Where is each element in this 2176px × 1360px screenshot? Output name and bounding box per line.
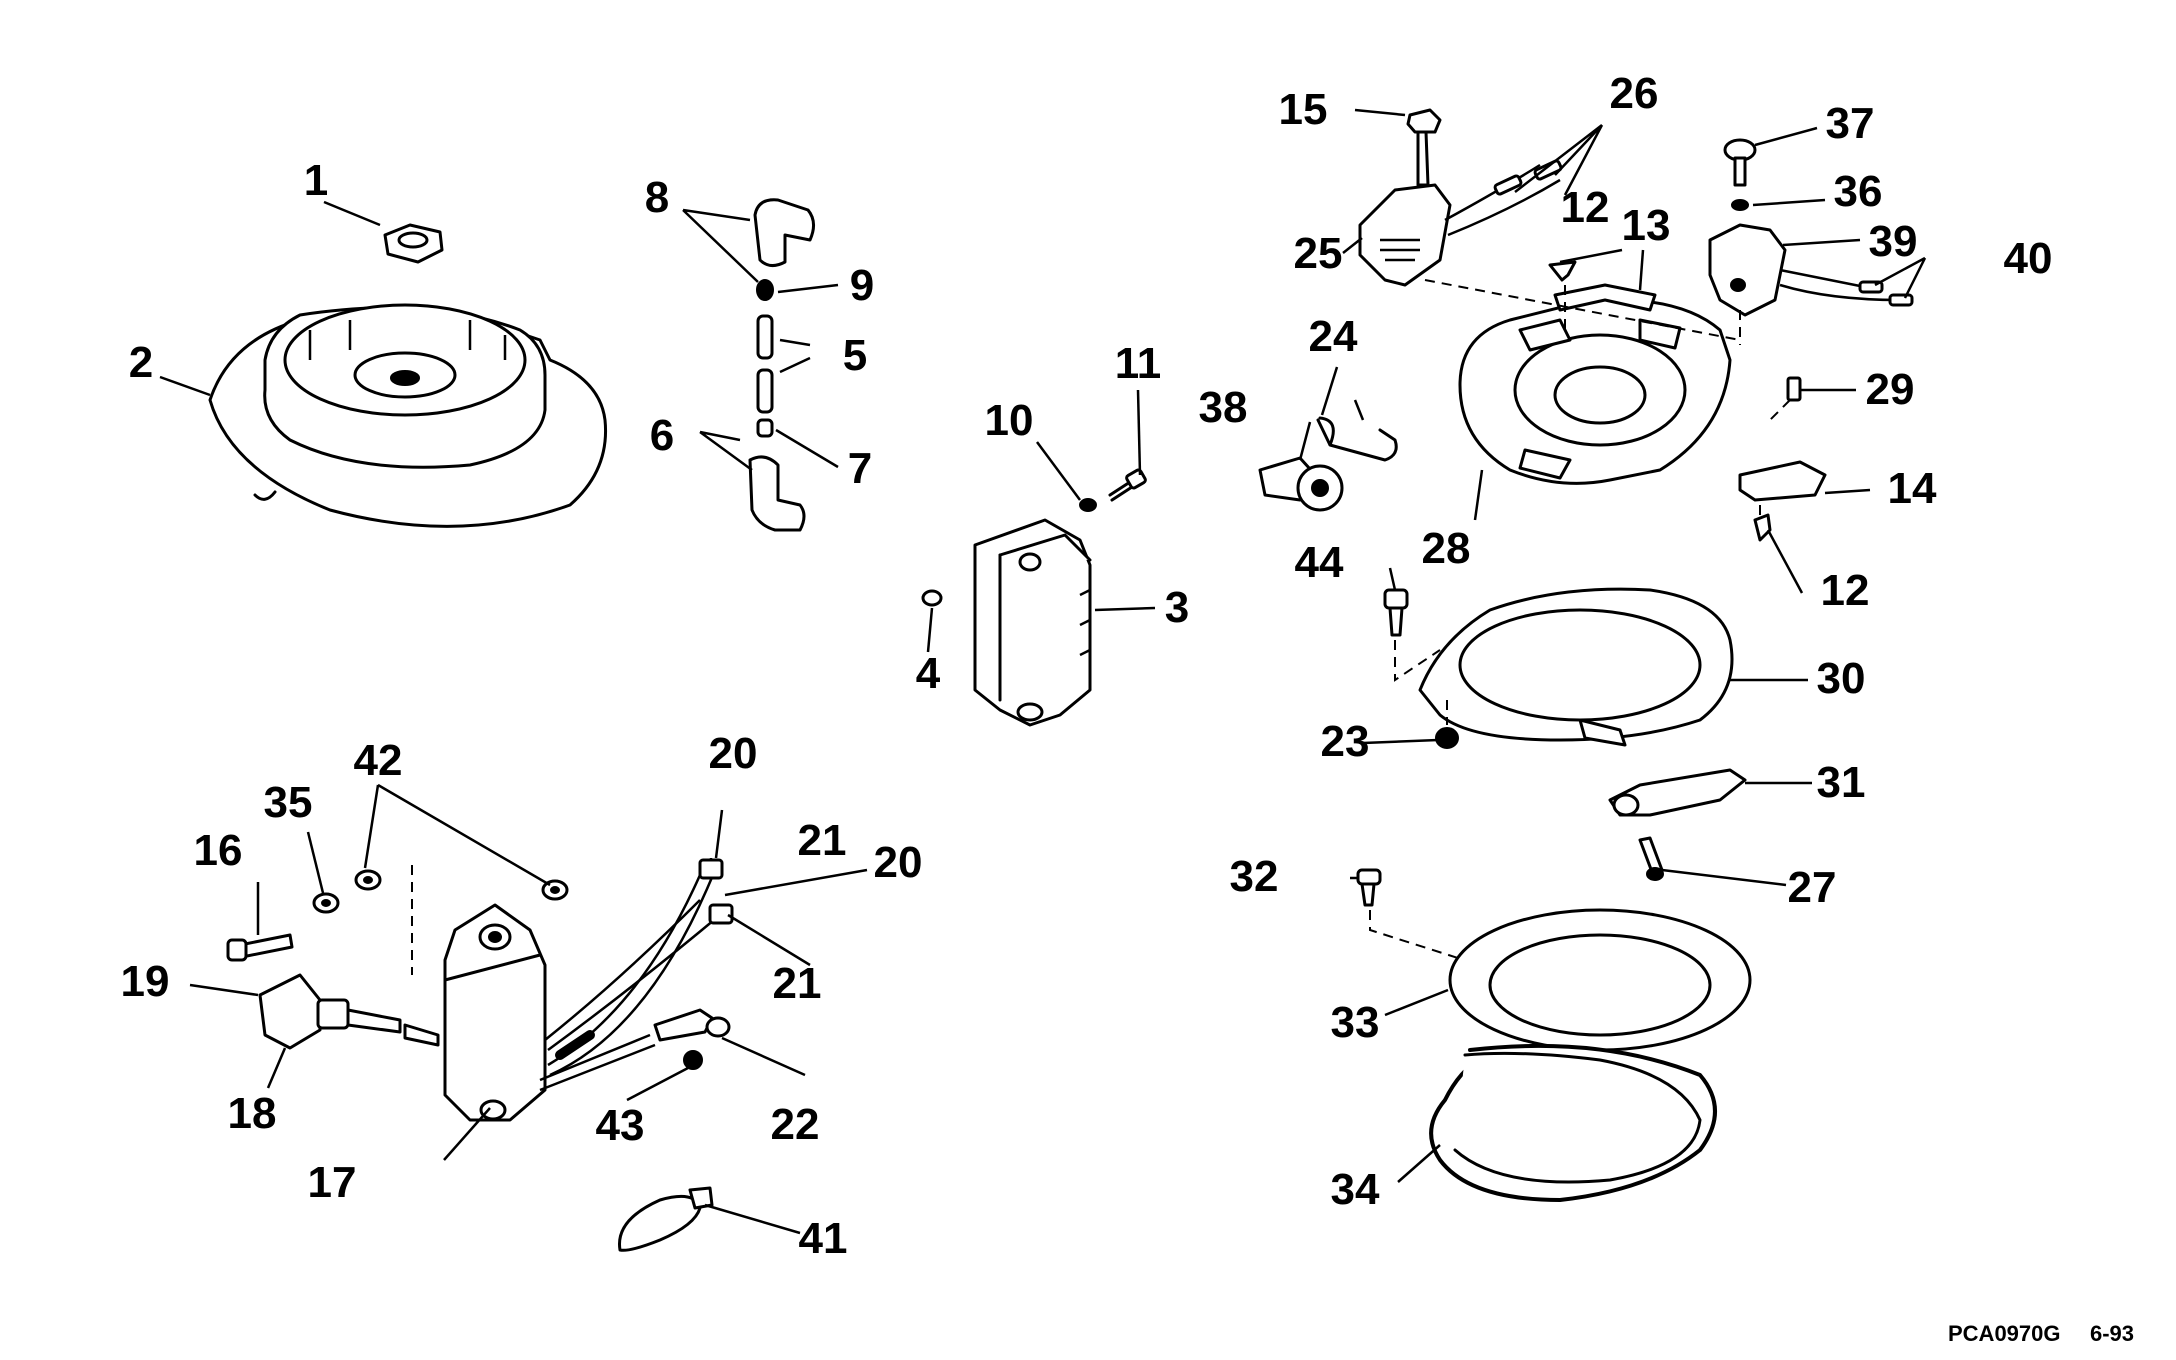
callout-8: 8 <box>645 173 669 222</box>
connector-18-19 <box>258 973 440 1050</box>
callout-21b: 21 <box>773 959 822 1008</box>
leader-lines <box>159 108 1927 1235</box>
clip-14 <box>1738 460 1827 502</box>
callout-19: 19 <box>121 957 170 1006</box>
callout-38: 38 <box>1199 383 1248 432</box>
screw-16 <box>226 933 294 962</box>
callout-20b: 20 <box>874 838 923 887</box>
callout-24: 24 <box>1309 312 1358 361</box>
screw-15 <box>1406 108 1442 187</box>
callout-43: 43 <box>596 1101 645 1150</box>
sensor-coil-39 <box>1708 223 1787 317</box>
callout-18: 18 <box>228 1089 277 1138</box>
terminal-22 <box>653 1008 731 1042</box>
callout-10: 10 <box>985 396 1034 445</box>
callout-22: 22 <box>771 1100 820 1149</box>
retaining-ring-34 <box>1429 1043 1717 1202</box>
callout-36: 36 <box>1834 167 1883 216</box>
callout-21a: 21 <box>798 816 847 865</box>
drawing-code: PCA0970G <box>1948 1321 2061 1346</box>
washer-35 <box>312 892 340 914</box>
ignition-coil <box>973 518 1092 727</box>
callout-28: 28 <box>1422 524 1471 573</box>
flywheel-nut <box>383 223 444 264</box>
callout-13: 13 <box>1622 201 1671 250</box>
callout-34: 34 <box>1331 1165 1380 1214</box>
callout-15: 15 <box>1279 85 1328 134</box>
nut-23 <box>1435 727 1459 749</box>
clip-24 <box>1316 416 1398 462</box>
screw-37 <box>1723 138 1757 187</box>
spark-plug-boot-upper <box>753 198 815 267</box>
callout-9: 9 <box>850 261 874 310</box>
callout-6: 6 <box>650 411 674 460</box>
callout-42: 42 <box>354 736 403 785</box>
callout-27: 27 <box>1788 863 1837 912</box>
callout-12b: 12 <box>1821 566 1870 615</box>
callout-23: 23 <box>1321 717 1370 766</box>
callout-17: 17 <box>308 1158 357 1207</box>
throttle-cam-31 <box>1608 768 1747 817</box>
callout-39: 39 <box>1869 217 1918 266</box>
callout-20a: 20 <box>709 729 758 778</box>
bracket-13 <box>1553 283 1657 312</box>
callout-7: 7 <box>848 444 872 493</box>
power-pack-leads <box>539 858 734 1092</box>
callout-25: 25 <box>1294 229 1343 278</box>
callout-30: 30 <box>1817 654 1866 703</box>
callout-35: 35 <box>264 778 313 827</box>
callout-2: 2 <box>129 338 153 387</box>
callout-26: 26 <box>1610 69 1659 118</box>
screw-44 <box>1383 588 1409 637</box>
coil-leads-26 <box>1444 159 1563 237</box>
screw-27 <box>1638 836 1664 881</box>
charge-coil-25 <box>1358 183 1452 287</box>
callout-29: 29 <box>1866 365 1915 414</box>
callout-33: 33 <box>1331 998 1380 1047</box>
lockwasher-10 <box>1079 498 1097 512</box>
screw-12b <box>1753 513 1772 542</box>
washer-42a <box>354 869 382 891</box>
clip-7 <box>756 418 774 438</box>
callout-11: 11 <box>1115 339 1162 388</box>
washer-4 <box>921 589 943 607</box>
callout-3: 3 <box>1165 583 1189 632</box>
callout-31: 31 <box>1817 758 1866 807</box>
callout-4: 4 <box>916 649 941 698</box>
callout-1: 1 <box>304 156 328 205</box>
nut-43 <box>683 1050 703 1070</box>
callout-37: 37 <box>1826 99 1875 148</box>
steel-ring-33 <box>1448 908 1752 1052</box>
washer-36 <box>1731 199 1749 211</box>
timer-base-28 <box>1458 297 1732 485</box>
clamp-41 <box>618 1186 714 1252</box>
screw-29 <box>1786 376 1802 402</box>
callout-numbers: 1 2 3 4 5 6 7 8 9 10 11 12 12 13 14 15 1… <box>121 69 2053 1263</box>
callout-14: 14 <box>1888 464 1937 513</box>
retainer-30 <box>1418 587 1734 747</box>
callout-16: 16 <box>194 826 243 875</box>
callout-12a: 12 <box>1561 183 1610 232</box>
callout-32: 32 <box>1230 852 1279 901</box>
sensor-38 <box>1258 456 1344 512</box>
spark-plug-boot-lower <box>748 455 806 532</box>
terminal-tubes-5 <box>756 314 774 414</box>
callout-41: 41 <box>799 1214 848 1263</box>
screw-12a <box>1548 260 1577 282</box>
callout-5: 5 <box>843 331 867 380</box>
spring-9 <box>756 279 774 301</box>
date-code: 6-93 <box>2090 1321 2134 1346</box>
callout-44: 44 <box>1295 538 1344 587</box>
power-pack <box>443 903 547 1122</box>
flywheel <box>208 303 608 528</box>
callout-40: 40 <box>2004 234 2053 283</box>
screw-32 <box>1356 868 1382 907</box>
